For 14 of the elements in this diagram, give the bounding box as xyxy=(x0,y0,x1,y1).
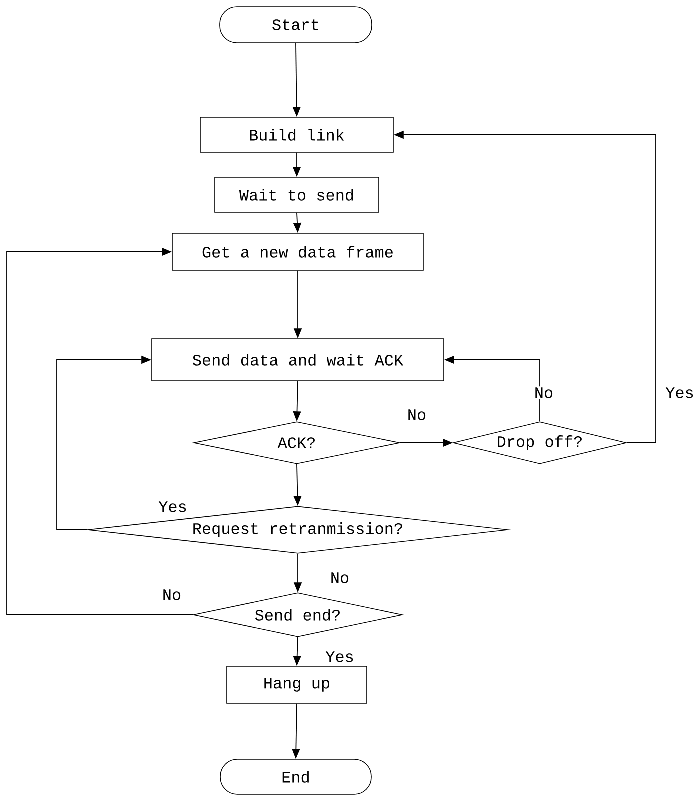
edge-label: No xyxy=(329,572,351,584)
edge-label: No xyxy=(533,386,555,400)
terminal-box: Start xyxy=(220,6,372,44)
edge-label: No xyxy=(161,588,183,602)
edge-label: Yes xyxy=(324,650,356,664)
edge-label: No xyxy=(406,408,428,422)
terminal-box: End xyxy=(220,759,372,795)
edge-label: Yes xyxy=(664,386,696,400)
arrow xyxy=(6,248,194,616)
process-box: Get a new data frame xyxy=(172,233,424,271)
process-box: Build link xyxy=(200,117,394,153)
process-box: Wait to send xyxy=(214,177,380,213)
process-box: Hang up xyxy=(226,666,368,704)
process-box: Send data and wait ACK xyxy=(152,338,444,382)
